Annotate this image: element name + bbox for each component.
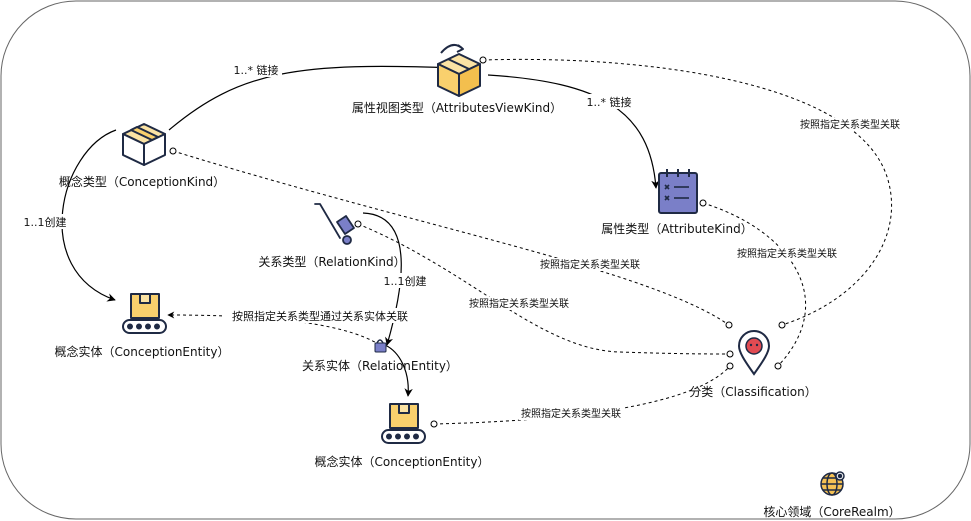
edge-kind-to-view bbox=[168, 63, 456, 131]
edge-label-view-to-classification: 按照指定关系类型关联 bbox=[798, 118, 902, 131]
node-conception-entity-bottom[interactable]: 概念实体（ConceptionEntity） bbox=[315, 403, 490, 469]
node-relation-entity[interactable]: 关系实体（RelationEntity） bbox=[302, 339, 458, 373]
edge-kind-creates-entity bbox=[61, 129, 117, 302]
edge-label-relation-to-classification: 按照指定关系类型关联 bbox=[467, 297, 571, 310]
endpoint-markers bbox=[169, 56, 786, 428]
node-attribute-kind[interactable]: 属性类型（AttributeKind） bbox=[601, 169, 753, 236]
edge-label-view-to-attribute: 1..* 链接 bbox=[583, 94, 635, 109]
svg-text:按照指定关系类型关联: 按照指定关系类型关联 bbox=[469, 297, 569, 310]
svg-text:按照指定关系类型关联: 按照指定关系类型关联 bbox=[800, 118, 900, 131]
conveyor-box-icon bbox=[381, 403, 426, 444]
svg-text:1..1创建: 1..1创建 bbox=[384, 274, 427, 288]
clipboard-list-icon bbox=[658, 169, 698, 214]
node-label: 概念类型（ConceptionKind） bbox=[59, 174, 225, 189]
svg-text:1..1创建: 1..1创建 bbox=[24, 215, 67, 229]
node-relation-kind[interactable]: 关系类型（RelationKind） bbox=[258, 203, 406, 269]
lock-icon bbox=[374, 339, 387, 353]
edge-label-kind-to-classification: 按照指定关系类型关联 bbox=[538, 258, 642, 271]
edge-view-to-classification bbox=[482, 58, 893, 326]
node-conception-kind[interactable]: 概念类型（ConceptionKind） bbox=[59, 123, 225, 189]
map-pin-icon bbox=[737, 330, 771, 376]
node-label: 概念实体（ConceptionEntity） bbox=[55, 344, 230, 359]
hand-truck-icon bbox=[314, 203, 355, 245]
svg-text:按照指定关系类型关联: 按照指定关系类型关联 bbox=[737, 247, 837, 260]
node-label: 关系类型（RelationKind） bbox=[258, 255, 405, 269]
svg-text:1..* 链接: 1..* 链接 bbox=[234, 63, 279, 77]
node-core-realm[interactable]: 核心领域（CoreRealm） bbox=[763, 471, 901, 519]
svg-text:按照指定关系类型关联: 按照指定关系类型关联 bbox=[540, 258, 640, 271]
edge-relation-to-classification bbox=[357, 223, 731, 355]
node-label: 核心领域（CoreRealm） bbox=[763, 505, 900, 519]
conveyor-box-icon bbox=[122, 293, 167, 334]
svg-text:按照指定关系类型关联: 按照指定关系类型关联 bbox=[521, 407, 621, 420]
edge-relation-creates-entity bbox=[362, 212, 402, 346]
node-label: 属性类型（AttributeKind） bbox=[601, 222, 752, 236]
edge-label-kind-to-view: 1..* 链接 bbox=[230, 62, 282, 77]
node-attributes-view-kind[interactable]: 属性视图类型（AttributesViewKind） bbox=[352, 43, 562, 115]
edge-kind-to-classification bbox=[172, 150, 730, 326]
edge-entity-via-relation bbox=[167, 311, 381, 346]
globe-icon bbox=[820, 471, 845, 496]
edge-label-kind-creates-entity: 1..1创建 bbox=[20, 214, 70, 229]
edge-label-relation-creates-entity: 1..1创建 bbox=[380, 273, 430, 288]
node-label: 概念实体（ConceptionEntity） bbox=[315, 454, 490, 469]
edge-entity-to-classification bbox=[433, 365, 731, 425]
node-label: 属性视图类型（AttributesViewKind） bbox=[352, 100, 562, 115]
svg-text:按照指定关系类型通过关系实体关联: 按照指定关系类型通过关系实体关联 bbox=[232, 309, 408, 323]
node-label: 分类（Classification） bbox=[689, 385, 816, 399]
edge-label-entity-via-relation: 按照指定关系类型通过关系实体关联 bbox=[222, 308, 418, 323]
svg-text:1..* 链接: 1..* 链接 bbox=[587, 95, 632, 109]
node-classification[interactable]: 分类（Classification） bbox=[689, 330, 817, 399]
box-icon bbox=[122, 123, 166, 166]
edge-relation-entity-to-bottom bbox=[384, 344, 413, 397]
edge-view-to-attribute bbox=[487, 74, 660, 189]
edge-label-attribute-to-classification: 按照指定关系类型关联 bbox=[735, 247, 839, 260]
edge-label-entity-to-classification: 按照指定关系类型关联 bbox=[519, 407, 623, 420]
node-label: 关系实体（RelationEntity） bbox=[302, 358, 458, 373]
box-arrow-icon bbox=[437, 43, 481, 97]
node-conception-entity-left[interactable]: 概念实体（ConceptionEntity） bbox=[55, 293, 230, 359]
